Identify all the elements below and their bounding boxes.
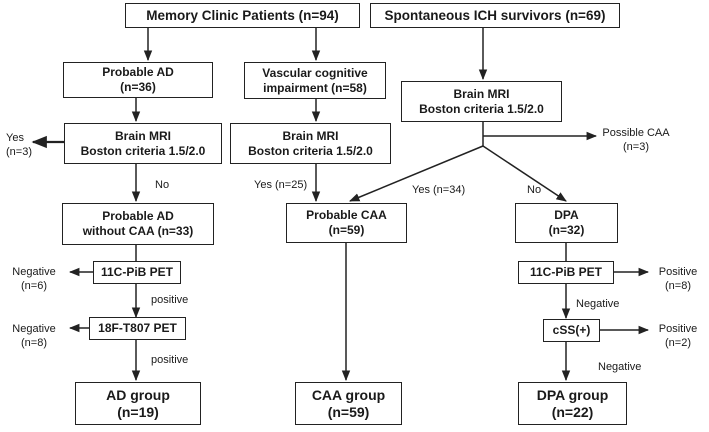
yes-left-line1: Yes: [6, 132, 24, 144]
mri-right-line1: Brain MRI: [453, 86, 510, 101]
t807-box: 18F-T807 PET: [89, 317, 186, 340]
negative-t807-label: Negative (n=8): [6, 322, 62, 350]
ad-no-caa-line1: Probable AD: [102, 209, 174, 223]
ich-survivors-text: Spontaneous ICH survivors (n=69): [384, 8, 606, 23]
ad-group-line1: AD group: [106, 386, 170, 403]
positive-pib-right-label: Positive (n=8): [652, 265, 704, 293]
memory-clinic-text: Memory Clinic Patients (n=94): [146, 8, 339, 23]
mri-mid-line2: Boston criteria 1.5/2.0: [248, 143, 373, 158]
pib-right-box: 11C-PiB PET: [518, 261, 614, 284]
pib-left-text: 11C-PiB PET: [100, 265, 174, 279]
yes-left-label: Yes (n=3): [6, 131, 32, 159]
probable-caa-line2: (n=59): [328, 223, 365, 237]
mri-mid-line1: Brain MRI: [282, 128, 339, 143]
yes-left-line2: (n=3): [6, 146, 32, 158]
positive-css-label: Positive (n=2): [652, 322, 704, 350]
css-box: cSS(+): [543, 319, 600, 342]
ad-group-box: AD group (n=19): [75, 382, 201, 425]
arrow-to-probable-caa: [349, 145, 484, 202]
possible-caa-line1: Possible CAA: [602, 127, 670, 139]
positive-t807-label: positive: [151, 353, 188, 367]
probable-ad-line2: (n=36): [120, 80, 156, 94]
mri-right-line2: Boston criteria 1.5/2.0: [419, 101, 544, 116]
dpa-group-line1: DPA group: [536, 386, 609, 403]
mri-right-box: Brain MRI Boston criteria 1.5/2.0: [401, 81, 562, 122]
probable-caa-box: Probable CAA (n=59): [286, 203, 407, 243]
no-right-label: No: [527, 183, 541, 197]
yes-right-text: Yes (n=34): [412, 184, 466, 196]
mri-left-line1: Brain MRI: [114, 128, 171, 143]
ich-survivors-box: Spontaneous ICH survivors (n=69): [370, 3, 620, 28]
caa-group-box: CAA group (n=59): [295, 382, 402, 425]
probable-ad-box: Probable AD (n=36): [63, 62, 213, 98]
yes-mid-label: Yes (n=25): [254, 178, 307, 192]
vci-line2: impairment (n=58): [263, 80, 367, 95]
positive-t807-text: positive: [151, 354, 189, 366]
possible-caa-label: Possible CAA (n=3): [598, 126, 674, 154]
pib-left-box: 11C-PiB PET: [93, 261, 181, 284]
probable-ad-line1: Probable AD: [102, 65, 174, 79]
negative-pib-right-text: Negative: [576, 298, 620, 310]
css-text: cSS(+): [552, 323, 591, 337]
dpa-group-box: DPA group (n=22): [518, 382, 627, 425]
positive-pib-right-line2: (n=8): [665, 280, 691, 292]
no-left-label: No: [155, 178, 169, 192]
caa-group-line2: (n=59): [327, 403, 370, 420]
t807-text: 18F-T807 PET: [98, 321, 177, 335]
dpa-line2: (n=32): [548, 223, 585, 237]
ad-no-caa-box: Probable AD without CAA (n=33): [62, 203, 214, 245]
positive-pib-right-line1: Positive: [658, 266, 698, 278]
negative-pib-right-label: Negative: [576, 297, 619, 311]
probable-caa-line1: Probable CAA: [306, 208, 387, 222]
caa-group-line1: CAA group: [311, 386, 386, 403]
positive-pib-label: positive: [151, 293, 188, 307]
negative-css-label: Negative: [598, 360, 641, 374]
negative-css-text: Negative: [598, 361, 642, 373]
mri-mid-box: Brain MRI Boston criteria 1.5/2.0: [230, 123, 391, 164]
dpa-group-line2: (n=22): [551, 403, 594, 420]
yes-right-label: Yes (n=34): [412, 183, 465, 197]
vci-line1: Vascular cognitive: [262, 65, 368, 80]
negative-t807-line2: (n=8): [21, 337, 47, 349]
dpa-line1: DPA: [554, 208, 579, 222]
negative-pib-line1: Negative: [12, 266, 56, 278]
mri-left-line2: Boston criteria 1.5/2.0: [80, 143, 206, 158]
possible-caa-line2: (n=3): [623, 141, 649, 153]
positive-css-line2: (n=2): [665, 337, 691, 349]
negative-pib-line2: (n=6): [21, 280, 47, 292]
positive-css-line1: Positive: [658, 323, 698, 335]
yes-mid-text: Yes (n=25): [254, 179, 308, 191]
negative-t807-line1: Negative: [12, 323, 56, 335]
mri-left-box: Brain MRI Boston criteria 1.5/2.0: [64, 123, 222, 164]
ad-group-line2: (n=19): [117, 403, 159, 420]
negative-pib-label: Negative (n=6): [6, 265, 62, 293]
no-left-text: No: [155, 179, 170, 191]
arrow-to-dpa: [482, 145, 567, 202]
no-right-text: No: [527, 184, 542, 196]
pib-right-text: 11C-PiB PET: [529, 265, 603, 279]
ad-no-caa-line2: without CAA (n=33): [82, 224, 194, 238]
positive-pib-text: positive: [151, 294, 189, 306]
vci-box: Vascular cognitive impairment (n=58): [244, 62, 386, 99]
memory-clinic-box: Memory Clinic Patients (n=94): [125, 3, 360, 28]
dpa-box: DPA (n=32): [515, 203, 618, 243]
